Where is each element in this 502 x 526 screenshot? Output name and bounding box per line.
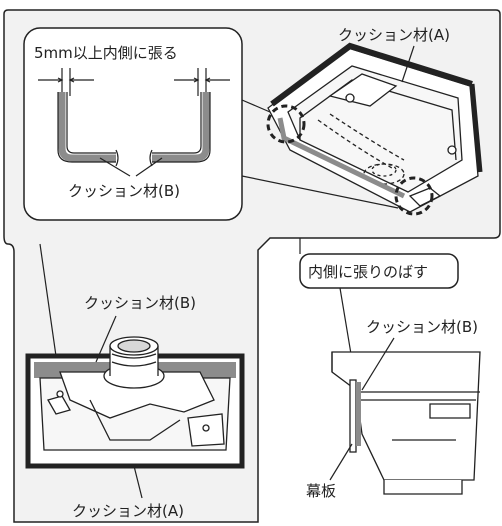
cushion-b-side-leader [361, 337, 395, 391]
stretch-callout-box [299, 253, 459, 289]
corner-highlight-left [266, 104, 306, 144]
tray-top-view [25, 336, 245, 469]
cushion-b-side-label: クッション材(B) [366, 318, 478, 336]
overlap-callout-box [23, 27, 243, 221]
cushion-b-leader-lines [99, 157, 163, 177]
stretch-inward-label: 内側に張りのばす [308, 263, 428, 281]
cushion-b-callout-label: クッション材(B) [68, 182, 180, 200]
cushion-b-tray-label: クッション材(B) [84, 294, 196, 312]
side-view-unit [331, 351, 481, 495]
panel-connector-lines [39, 243, 57, 357]
cushion-b-profile-left [57, 92, 119, 167]
callout-connector-lines [241, 99, 399, 209]
corner-highlight-right [394, 176, 434, 216]
cushion-a-bottom-leader [133, 465, 143, 499]
cushion-a-bottom-label: クッション材(A) [72, 502, 184, 520]
skirt-board-label: 幕板 [306, 482, 336, 500]
skirt-board-leader [329, 443, 353, 481]
cushion-a-top-leader [401, 45, 415, 83]
cushion-b-tray-leader [95, 315, 117, 363]
tray-isometric [267, 42, 483, 213]
cushion-a-top-label: クッション材(A) [338, 26, 450, 44]
dimension-marks-right [174, 68, 230, 96]
overlap-note-label: 5mm以上内側に張る [34, 44, 178, 62]
dimension-marks-left [38, 68, 94, 96]
cushion-b-profile-right [149, 92, 211, 167]
